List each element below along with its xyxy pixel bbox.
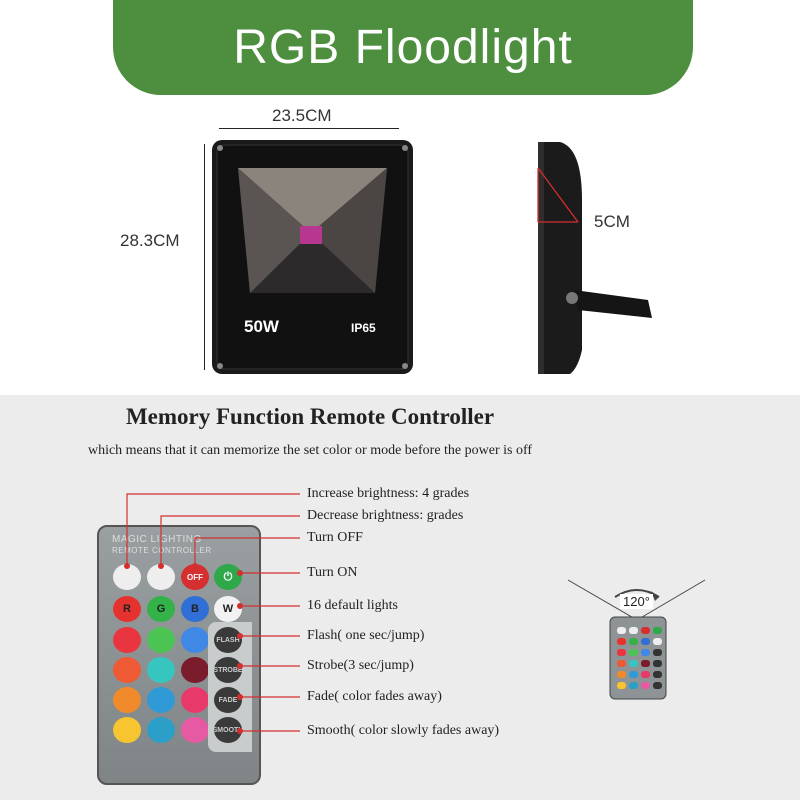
strobe-button[interactable]: STROBE [213, 657, 243, 683]
banner-title: RGB Floodlight [233, 21, 573, 74]
height-label: 28.3CM [120, 231, 180, 250]
angle-illustration [567, 579, 706, 700]
remote-brand: MAGIC LIGHTING [112, 534, 202, 545]
smooth-button[interactable]: SMOOTH [213, 717, 243, 743]
color-button[interactable] [113, 687, 141, 713]
floodlight-side-image [537, 142, 652, 374]
remote-subbrand: REMOTE CONTROLLER [112, 546, 212, 555]
color-button[interactable] [181, 717, 209, 743]
depth-label: 5CM [594, 212, 630, 231]
color-button[interactable] [113, 717, 141, 743]
floodlight-front-image [212, 140, 413, 374]
remote-subtitle: which means that it can memorize the set… [87, 443, 533, 458]
brightness-down-button[interactable] [147, 564, 175, 590]
angle-label: 120° [620, 594, 653, 609]
color-button[interactable] [147, 657, 175, 683]
remote-headline: Memory Function Remote Controller [125, 404, 495, 429]
wattage-label: 50W [244, 317, 279, 336]
feature-fade: Fade( color fades away) [307, 689, 442, 704]
color-button[interactable] [181, 657, 209, 683]
blue-button[interactable]: B [181, 596, 209, 622]
height-line [204, 144, 205, 370]
color-button[interactable] [147, 627, 175, 653]
white-button[interactable]: W [214, 596, 242, 622]
feature-brightness-down: Decrease brightness: grades [307, 508, 464, 523]
off-button[interactable]: OFF [181, 564, 209, 590]
ip-rating-label: IP65 [351, 321, 376, 335]
color-button[interactable] [147, 687, 175, 713]
width-line [219, 128, 399, 129]
feature-turn-off: Turn OFF [307, 530, 363, 545]
flash-button[interactable]: FLASH [214, 627, 242, 653]
fade-button[interactable]: FADE [214, 687, 242, 713]
feature-smooth: Smooth( color slowly fades away) [307, 723, 500, 738]
color-button[interactable] [181, 687, 209, 713]
color-button[interactable] [147, 717, 175, 743]
title-banner: RGB Floodlight [113, 0, 693, 95]
on-button[interactable]: ⏻ [214, 564, 242, 590]
feature-flash: Flash( one sec/jump) [307, 628, 425, 643]
color-button[interactable] [113, 627, 141, 653]
green-button[interactable]: G [147, 596, 175, 622]
color-button[interactable] [181, 627, 209, 653]
color-button[interactable] [113, 657, 141, 683]
feature-turn-on: Turn ON [307, 565, 358, 580]
feature-default-lights: 16 default lights [307, 598, 398, 613]
feature-strobe: Strobe(3 sec/jump) [307, 658, 414, 673]
feature-brightness-up: Increase brightness: 4 grades [307, 486, 470, 501]
width-label: 23.5CM [272, 106, 332, 125]
brightness-up-button[interactable] [113, 564, 141, 590]
red-button[interactable]: R [113, 596, 141, 622]
